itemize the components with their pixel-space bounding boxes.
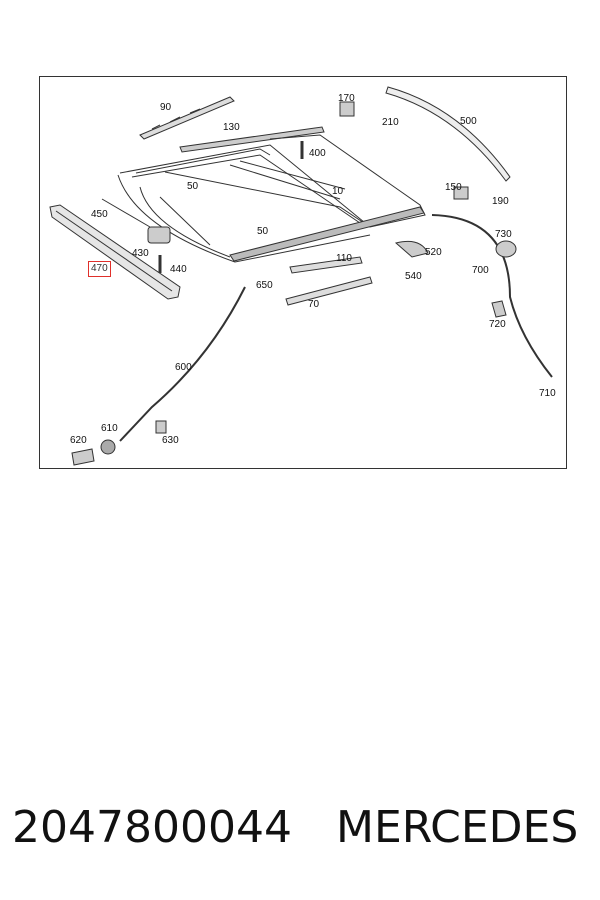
callout-710[interactable]: 710 [539,388,556,399]
part-150-clip [453,186,469,200]
part-600-hose [119,286,246,442]
part-630-clip [155,420,167,434]
part-730-clip [495,240,517,258]
callout-70[interactable]: 70 [308,299,320,310]
callout-520[interactable]: 520 [425,247,442,258]
callout-730[interactable]: 730 [495,229,512,240]
callout-650[interactable]: 650 [256,280,273,291]
callout-470-highlighted[interactable]: 470 [88,261,111,277]
part-110-bracket [289,256,363,274]
sunroof-exploded-diagram [49,86,553,466]
callout-50-mid[interactable]: 50 [257,226,269,237]
callout-600[interactable]: 600 [175,362,192,373]
callout-720[interactable]: 720 [489,319,506,330]
part-520-clip [394,240,429,258]
parts-diagram-frame: 90 130 170 210 500 400 50 10 150 190 450… [39,76,567,469]
part-90-bracket [139,96,235,140]
callout-450[interactable]: 450 [91,209,108,220]
footer: 2047800044 MERCEDES [0,800,600,860]
callout-110[interactable]: 110 [336,253,352,264]
callout-400[interactable]: 400 [309,148,326,159]
part-130-rail [179,126,325,153]
callout-10[interactable]: 10 [332,186,344,197]
callout-440[interactable]: 440 [170,264,187,275]
part-620-valve [71,448,95,466]
part-700-hose [431,214,553,378]
callout-630[interactable]: 630 [162,435,179,446]
callout-620[interactable]: 620 [70,435,87,446]
part-430-motor [147,226,171,244]
callout-540[interactable]: 540 [405,271,422,282]
callout-700[interactable]: 700 [472,265,489,276]
part-500-trim [385,86,511,182]
callout-90[interactable]: 90 [160,102,172,113]
callout-190[interactable]: 190 [492,196,509,207]
part-number: 2047800044 [12,802,292,853]
callout-50-top[interactable]: 50 [187,181,199,192]
part-170-clip [339,101,355,117]
callout-150[interactable]: 150 [445,182,462,193]
part-720-clip [491,300,507,318]
callout-130[interactable]: 130 [223,122,240,133]
callout-500[interactable]: 500 [460,116,477,127]
brand-name: MERCEDES [336,802,579,853]
part-70-bracket [285,276,373,306]
callout-430[interactable]: 430 [132,248,149,259]
callout-610[interactable]: 610 [101,423,118,434]
callout-170[interactable]: 170 [338,93,355,104]
part-610-grommet [100,439,116,455]
callout-210[interactable]: 210 [382,117,399,128]
part-10-frame [119,134,426,228]
